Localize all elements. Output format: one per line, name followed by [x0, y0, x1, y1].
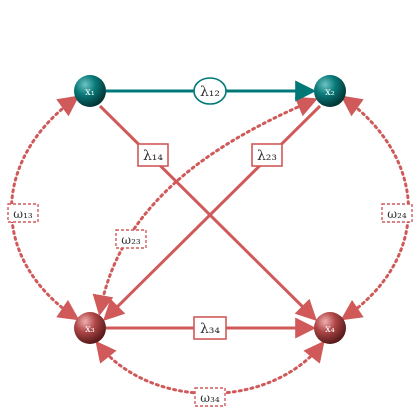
nodes: x₁ x₂ x₃ x₄ — [74, 75, 346, 344]
label-l34-text: λ₃₄ — [200, 321, 220, 337]
edge-l14 — [98, 104, 317, 321]
edge-w34 — [95, 340, 325, 395]
node-x4[interactable]: x₄ — [314, 312, 346, 344]
label-w24-text: ω₂₄ — [387, 207, 407, 221]
node-x3[interactable]: x₃ — [74, 312, 106, 344]
node-x3-label: x₃ — [85, 324, 95, 335]
node-x1[interactable]: x₁ — [74, 75, 106, 107]
label-w23-text: ω₂₃ — [121, 233, 141, 247]
node-x1-label: x₁ — [85, 87, 95, 98]
node-x2[interactable]: x₂ — [314, 75, 346, 107]
edge-labels: λ₁₂ λ₁₄ λ₂₃ λ₃₄ ω₁₃ ω₂₄ ω₂₃ ω₃₄ — [7, 77, 413, 407]
label-w13: ω₁₃ — [7, 203, 39, 223]
node-x2-label: x₂ — [325, 87, 335, 98]
label-w24: ω₂₄ — [381, 203, 413, 223]
label-l14-text: λ₁₄ — [143, 148, 163, 164]
solid-edges — [98, 80, 322, 339]
label-w34-text: ω₃₄ — [200, 391, 220, 405]
label-l12-text: λ₁₂ — [200, 84, 220, 100]
label-l34: λ₃₄ — [193, 316, 227, 340]
label-l14: λ₁₄ — [137, 143, 169, 167]
label-l12: λ₁₂ — [193, 77, 227, 105]
node-x4-label: x₄ — [325, 324, 335, 335]
label-l23-text: λ₂₃ — [257, 148, 277, 164]
dotted-edges — [10, 95, 410, 395]
label-w34: ω₃₄ — [194, 387, 226, 407]
label-w13-text: ω₁₃ — [13, 207, 33, 221]
edge-l23 — [103, 104, 322, 321]
label-l23: λ₂₃ — [251, 143, 283, 167]
edge-w23 — [92, 96, 318, 317]
label-w23: ω₂₃ — [115, 229, 147, 249]
